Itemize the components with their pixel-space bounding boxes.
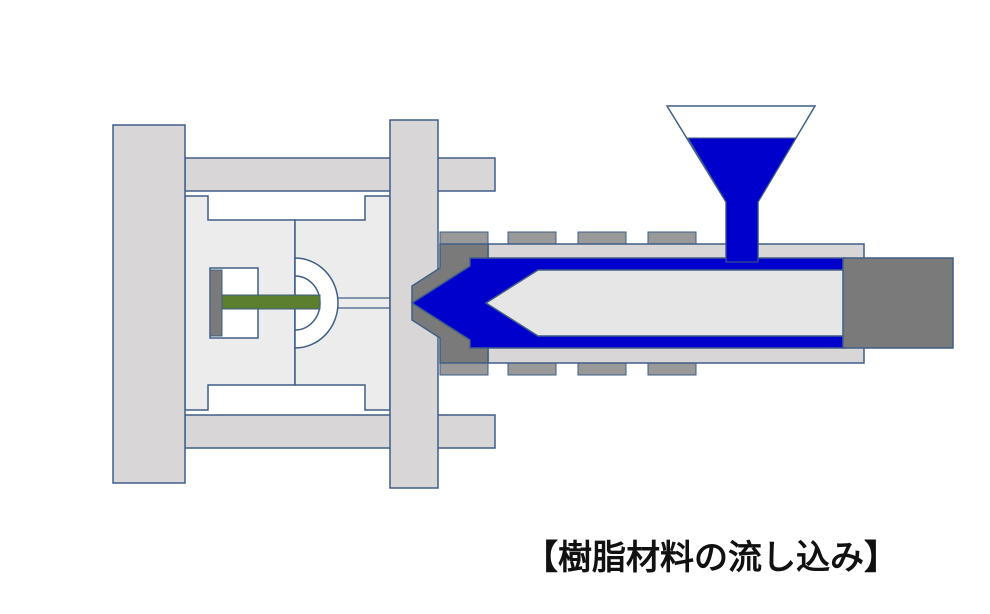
diagram-caption: 【樹脂材料の流し込み】 (524, 538, 898, 578)
hopper-icon (665, 105, 817, 263)
moving-platen (112, 124, 186, 484)
ejector-pin (221, 294, 321, 310)
mold-icon (184, 195, 412, 411)
screw-icon (484, 269, 846, 337)
tie-bar-top (184, 157, 496, 192)
heater-bands (439, 231, 697, 376)
ejector-plate (209, 269, 223, 337)
tie-bar-bottom (184, 414, 496, 449)
hopper-resin (687, 137, 797, 263)
screw-drive-unit (842, 257, 954, 349)
